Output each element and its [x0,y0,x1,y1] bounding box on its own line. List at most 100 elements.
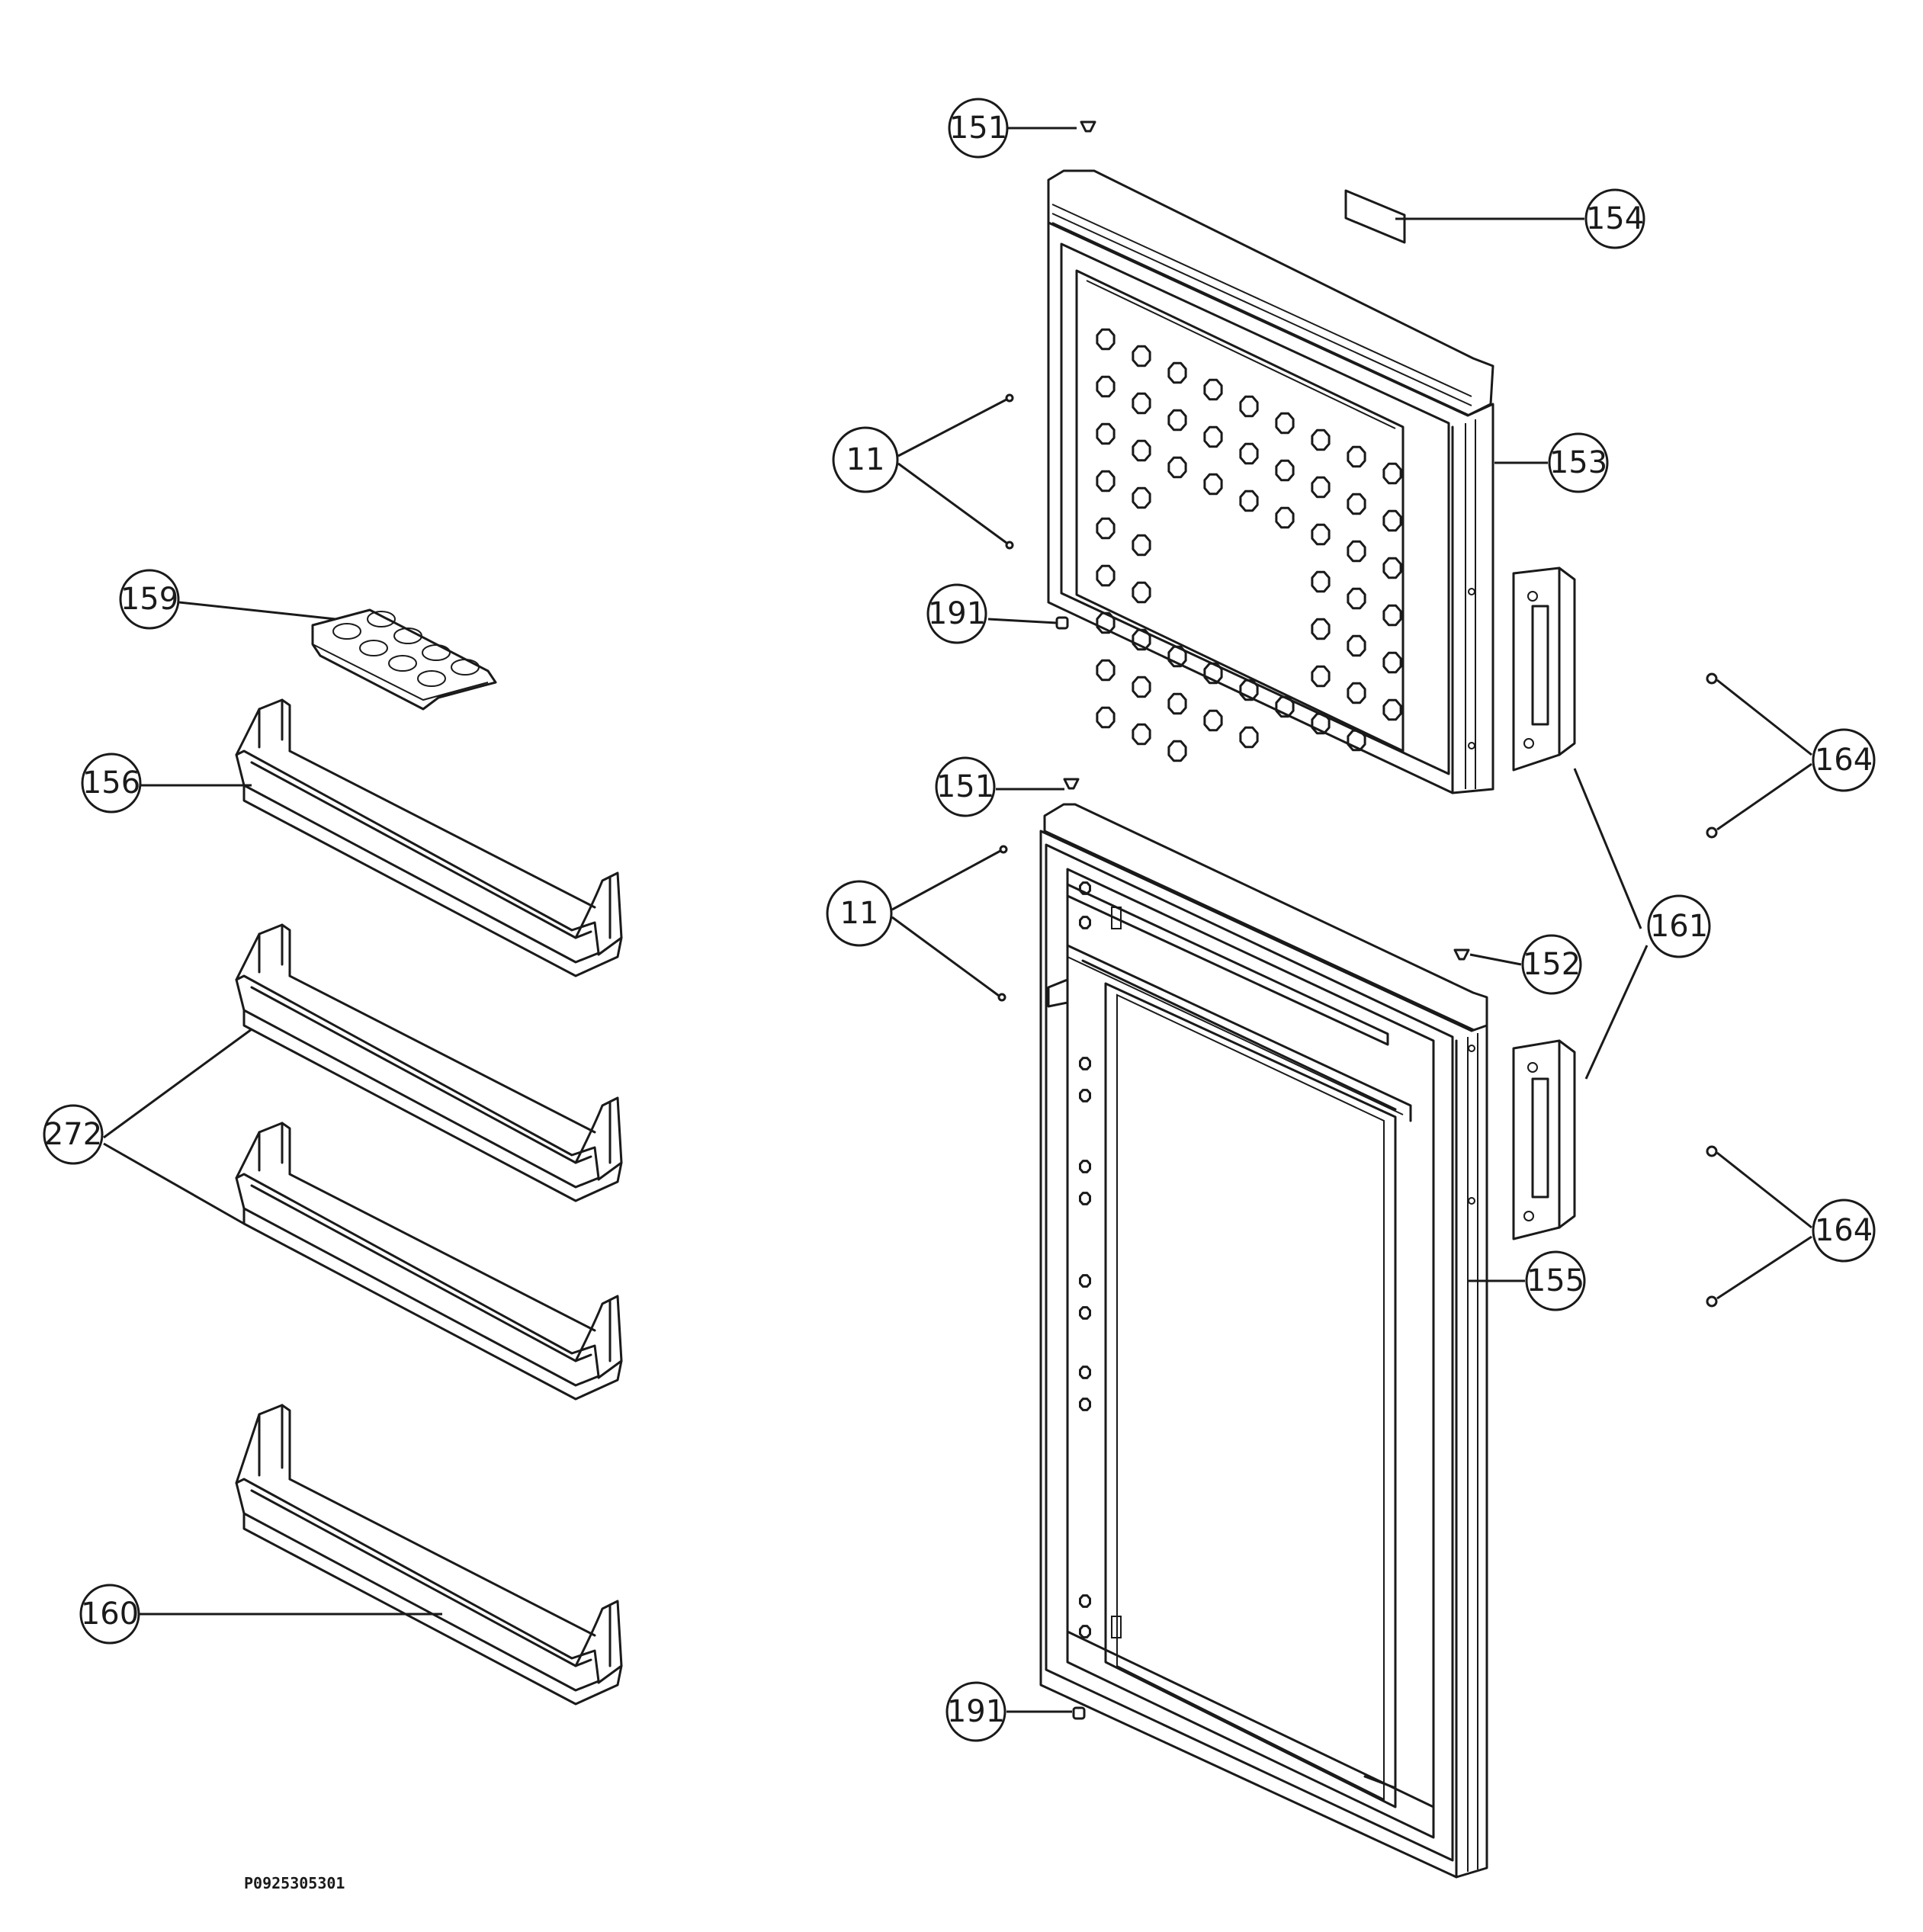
callout-circle [1812,728,1876,792]
liner-emboss [1096,422,1116,445]
bin-outline [235,1173,600,1387]
callout-154: 154 [1584,188,1645,249]
liner-emboss [1132,581,1151,604]
callout-155: 155 [1525,1250,1586,1311]
callout-label: 191 [947,1694,1005,1729]
callout-153: 153 [1548,432,1609,493]
liner-emboss [1347,634,1366,657]
liner-emboss [1096,328,1116,351]
callout-circle [1525,1250,1586,1311]
liner-emboss [1132,345,1151,367]
callout-label: 160 [81,1597,139,1632]
callout-circle [935,756,996,817]
callout-circle [832,426,899,493]
freezer-door [1047,169,1494,794]
callout-label: 164 [1815,743,1873,778]
liner-emboss [1096,659,1116,682]
bin-outline [288,974,596,1134]
callout-label: 11 [840,896,879,931]
liner-emboss [1132,534,1151,557]
callout-label: 152 [1523,947,1581,982]
liner-emboss [1347,729,1366,752]
callout-151: 151 [948,98,1009,159]
liner-emboss [1311,712,1331,735]
callout-152: 152 [1521,934,1582,995]
liner-emboss [1132,392,1151,415]
lower-handle [1512,1039,1576,1240]
liner-emboss [1203,662,1223,685]
liner-emboss [1311,428,1331,451]
callout-272: 272 [43,1104,104,1165]
liner-emboss [1203,709,1223,732]
callout-11: 11 [832,426,899,493]
liner-emboss [1132,628,1151,651]
callout-191: 191 [926,583,987,644]
callout-circle [1548,432,1609,493]
liner-emboss [1096,375,1116,398]
liner-emboss [1239,395,1259,418]
egg-tray [311,608,497,711]
callout-circle [79,1584,140,1645]
liner-emboss [1132,723,1151,746]
liner-emboss [1096,611,1116,634]
liner-emboss [1203,378,1223,401]
callout-label: 191 [928,596,986,631]
callout-label: 159 [120,582,178,617]
liner-emboss [1382,557,1402,579]
callout-circle [945,1681,1006,1742]
fridge-door-shelf-rails [1079,881,1091,1638]
bin-outline [235,1478,600,1692]
callout-label: 161 [1650,909,1708,944]
callout-161: 161 [1647,894,1711,958]
liner-emboss [1096,470,1116,493]
liner-emboss [1239,489,1259,512]
liner-emboss [1203,473,1223,496]
liner-emboss [1311,476,1331,499]
liner-emboss [1347,587,1366,610]
callout-circle [119,569,180,630]
callout-circle [926,583,987,644]
liner-emboss [1347,540,1366,563]
leader-lines [103,127,1812,1713]
liner-emboss [1167,456,1187,479]
liner-emboss [1203,425,1223,448]
liner-emboss [1382,462,1402,485]
liner-emboss [1275,506,1295,529]
liner-emboss [1311,570,1331,593]
liner-emboss [1096,517,1116,540]
liner-emboss [1132,486,1151,509]
rail-slot [1079,1625,1091,1638]
rail-slot [1079,1366,1091,1379]
rail-slot [1079,1057,1091,1070]
rail-slot [1079,1089,1091,1102]
bin-outline [288,749,596,909]
liner-emboss [1347,682,1366,704]
callout-label: 11 [846,442,885,477]
callout-159: 159 [119,569,180,630]
bin-outline [574,1295,623,1379]
callout-164: 164 [1812,728,1876,792]
bin-outline [242,1512,623,1706]
bin-outline [242,1207,623,1401]
liner-emboss [1311,523,1331,546]
liner-emboss [1167,409,1187,432]
small-fasteners [997,120,1718,1720]
rail-slot [1079,1398,1091,1411]
liner-emboss [1382,698,1402,721]
liner-emboss [1239,442,1259,465]
callout-circle [1584,188,1645,249]
bin-outline [242,1009,623,1202]
reference-code: P0925305301 [244,1874,345,1892]
rail-slot [1079,1274,1091,1288]
liner-emboss [1167,692,1187,715]
rail-slot [1079,1306,1091,1320]
callout-label: 151 [949,111,1007,146]
callout-label: 156 [82,765,140,801]
callout-circle [1521,934,1582,995]
callout-label: 153 [1549,445,1607,480]
rail-slot [1079,1160,1091,1173]
liner-emboss [1167,361,1187,384]
bin-outline [574,1600,623,1684]
